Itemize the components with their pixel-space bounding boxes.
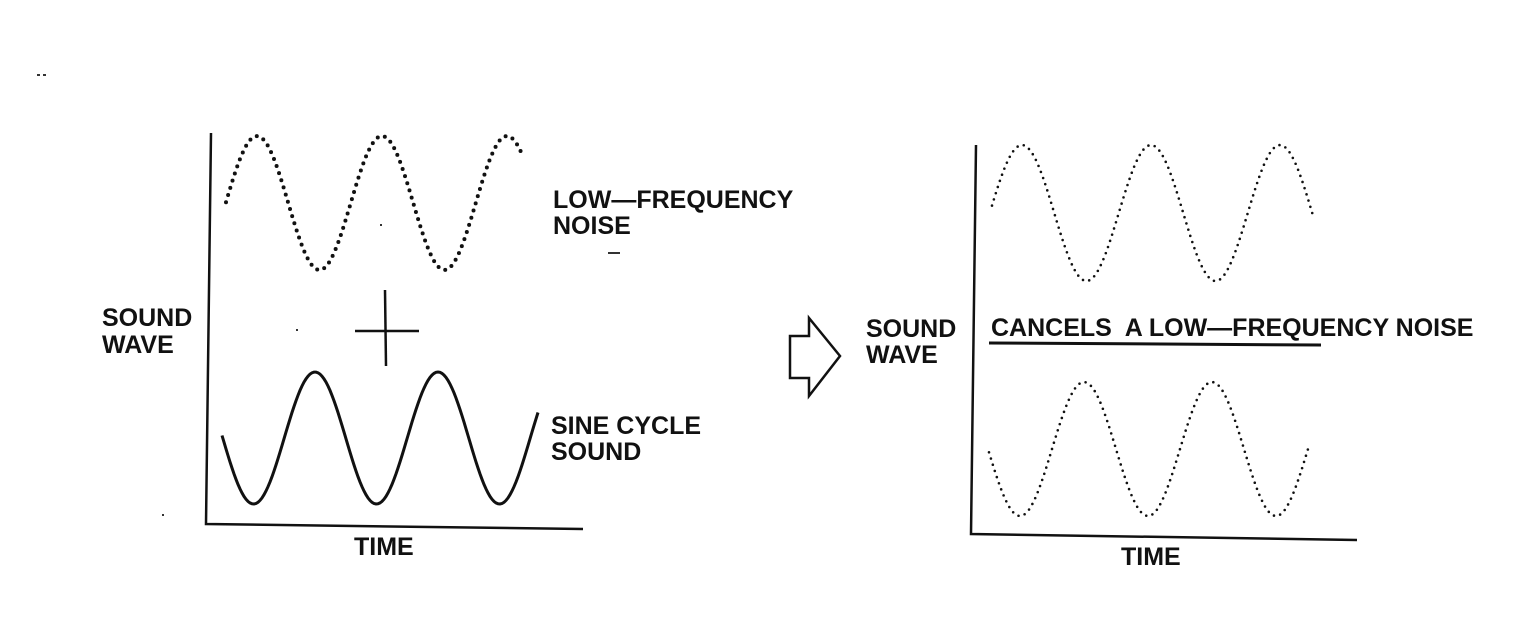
left-axes — [204, 132, 584, 531]
anti-phase-wave — [987, 380, 1311, 518]
noise-label-line1: LOW—FREQUENCY — [553, 186, 794, 214]
scan-specks — [37, 74, 620, 516]
noise-label-line2: NOISE — [553, 212, 631, 240]
right-y-axis-label-line1: SOUND — [866, 315, 956, 343]
right-panel: SOUND WAVE TIME CANCELS A LOW—FREQUENCY … — [866, 143, 1473, 571]
low-frequency-noise-wave — [224, 133, 524, 273]
cancelled-flat-line — [988, 341, 1322, 347]
sine-label-line1: SINE CYCLE — [551, 412, 701, 440]
left-y-axis-label-line1: SOUND — [102, 304, 192, 332]
right-axes — [969, 144, 1358, 542]
right-y-axis-label-line2: WAVE — [866, 341, 938, 369]
left-y-axis-label-line2: WAVE — [102, 331, 174, 359]
result-arrow — [788, 314, 842, 400]
sine-label-line2: SOUND — [551, 438, 641, 466]
plus-sign — [355, 289, 419, 367]
noise-wave-copy — [990, 143, 1316, 283]
left-panel: SOUND WAVE TIME LOW—FREQUENCY NOISE SINE… — [102, 132, 794, 561]
left-x-axis-label: TIME — [354, 533, 414, 561]
sine-cycle-sound-wave — [220, 370, 540, 506]
cancels-noise-label: CANCELS A LOW—FREQUENCY NOISE — [991, 314, 1473, 342]
right-x-axis-label: TIME — [1121, 543, 1181, 571]
